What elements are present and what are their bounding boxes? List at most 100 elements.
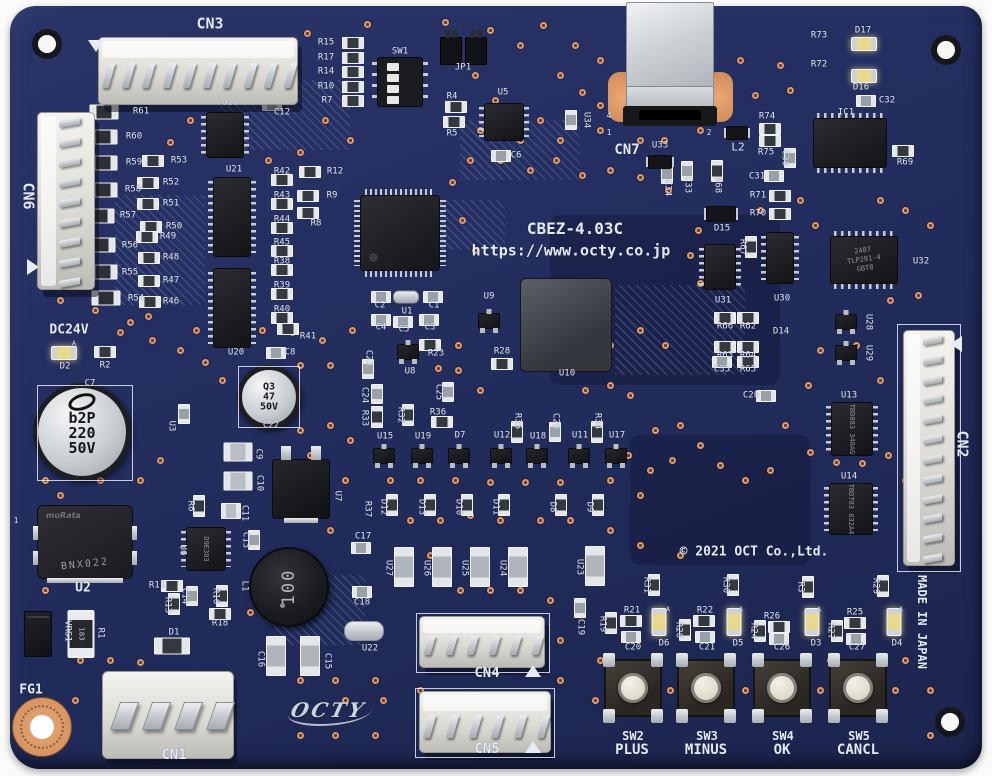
sot-pin <box>576 444 582 449</box>
chip-resistor <box>271 174 293 186</box>
via-pad <box>487 479 494 486</box>
sot-pin <box>498 444 504 449</box>
silk-label-r5: R5 <box>446 128 458 139</box>
silk-label-r13: R13 <box>162 596 173 614</box>
led-indicator <box>651 608 667 636</box>
via-pad <box>553 157 560 164</box>
via-pad <box>737 57 744 64</box>
via-pad <box>677 422 684 429</box>
chip-capacitor-large <box>266 636 286 676</box>
ic-pins-right <box>226 531 231 567</box>
silk-label-https-www-octy-co-jp: https://www.octy.co.jp <box>471 241 671 260</box>
ic-pins-right <box>873 487 878 531</box>
chip-resistor <box>648 574 660 596</box>
fg-hole <box>30 715 54 739</box>
silk-label-r16: R16 <box>210 587 221 605</box>
via-pad <box>327 527 334 534</box>
silk-label-cn6: CN6 <box>19 182 38 210</box>
chip-resistor <box>461 494 473 516</box>
ic-pins-left <box>208 181 213 253</box>
chip-capacitor <box>442 382 454 402</box>
via-pad <box>902 657 909 664</box>
connector-pin <box>59 137 81 148</box>
silk-label-r36: R36 <box>429 407 447 418</box>
chip-resistor <box>737 356 759 368</box>
dip-switch-sw1 <box>372 57 428 107</box>
silk-label-u28: U28 <box>863 313 874 331</box>
ic-chip: TBD083 340AG <box>826 402 878 456</box>
silk-label-1: 1 <box>606 128 612 137</box>
chip-capacitor <box>266 347 286 359</box>
via-pad <box>297 677 304 684</box>
via-pad <box>927 732 934 739</box>
chip-resistor <box>592 494 604 516</box>
jumper-pin <box>452 30 457 38</box>
sot23-transistor <box>835 310 857 334</box>
power-module <box>520 278 612 372</box>
via-pad <box>892 687 899 694</box>
sot-pin <box>399 359 404 364</box>
chip-resistor <box>342 52 364 64</box>
jumper-pin <box>445 30 450 38</box>
via-pad <box>677 552 684 559</box>
silk-label-r70: R70 <box>749 208 767 219</box>
silk-label-u14: U14 <box>840 471 858 482</box>
via-pad <box>557 637 564 644</box>
silk-label-c3: C3 <box>424 322 436 333</box>
via-pad <box>927 687 934 694</box>
chip-resistor <box>759 135 781 147</box>
chip-capacitor <box>764 170 784 182</box>
via-pad <box>137 477 144 484</box>
qfp-pin1-dot <box>369 253 378 262</box>
silk-label-a: A <box>898 605 904 614</box>
silk-label-sw3: SW3 <box>696 729 718 743</box>
connector-pin <box>59 257 81 268</box>
silk-label-r15: R15 <box>317 37 335 48</box>
sot-pin <box>541 463 546 468</box>
qfp-pins-bottom <box>365 271 435 277</box>
sot-pin <box>492 463 497 468</box>
via-pad <box>149 337 156 344</box>
ic-pins-right <box>244 116 249 154</box>
silk-label-c28: C28 <box>742 390 760 401</box>
via-pad <box>607 167 614 174</box>
silk-label-c27: C27 <box>848 642 866 653</box>
silk-label-r51: R51 <box>162 198 180 209</box>
chip-resistor <box>443 116 465 128</box>
silk-outline <box>416 613 550 673</box>
silk-label-r66: R66 <box>716 321 734 332</box>
chip-resistor <box>714 312 736 324</box>
dip-toggle <box>387 96 399 104</box>
via-pad <box>452 477 459 484</box>
silk-label-r58: R58 <box>124 184 142 195</box>
led-indicator <box>886 608 902 636</box>
silk-label-u7: U7 <box>332 490 343 502</box>
silk-label-d4: D4 <box>891 638 903 649</box>
connector-shell <box>37 112 95 290</box>
via-pad <box>742 687 749 694</box>
via-pad <box>607 477 614 484</box>
silk-label-c7: C7 <box>84 378 96 389</box>
via-pad <box>877 377 884 384</box>
chip-resistor <box>277 323 299 335</box>
via-pad <box>597 127 604 134</box>
silk-label-c15: C15 <box>322 652 333 670</box>
silk-label-r30: R30 <box>720 576 731 594</box>
silk-label-d13: D13 <box>416 498 427 516</box>
silk-label-sw4: SW4 <box>772 729 794 743</box>
tact-switch <box>676 653 736 723</box>
silk-label-r35: R35 <box>512 412 523 430</box>
chip-resistor <box>137 198 159 210</box>
dip-pins <box>423 62 428 102</box>
via-pad <box>597 57 604 64</box>
silk-label-r11: R11 <box>148 580 166 591</box>
connector-pin <box>173 702 204 730</box>
qfp-pins-top <box>365 189 435 195</box>
chip-resistor <box>138 275 160 287</box>
chip-resistor <box>737 341 759 353</box>
chip-capacitor <box>419 314 439 326</box>
via-pad <box>107 657 114 664</box>
chip-resistor <box>605 612 617 634</box>
silk-label-u16: U16 <box>221 97 239 108</box>
